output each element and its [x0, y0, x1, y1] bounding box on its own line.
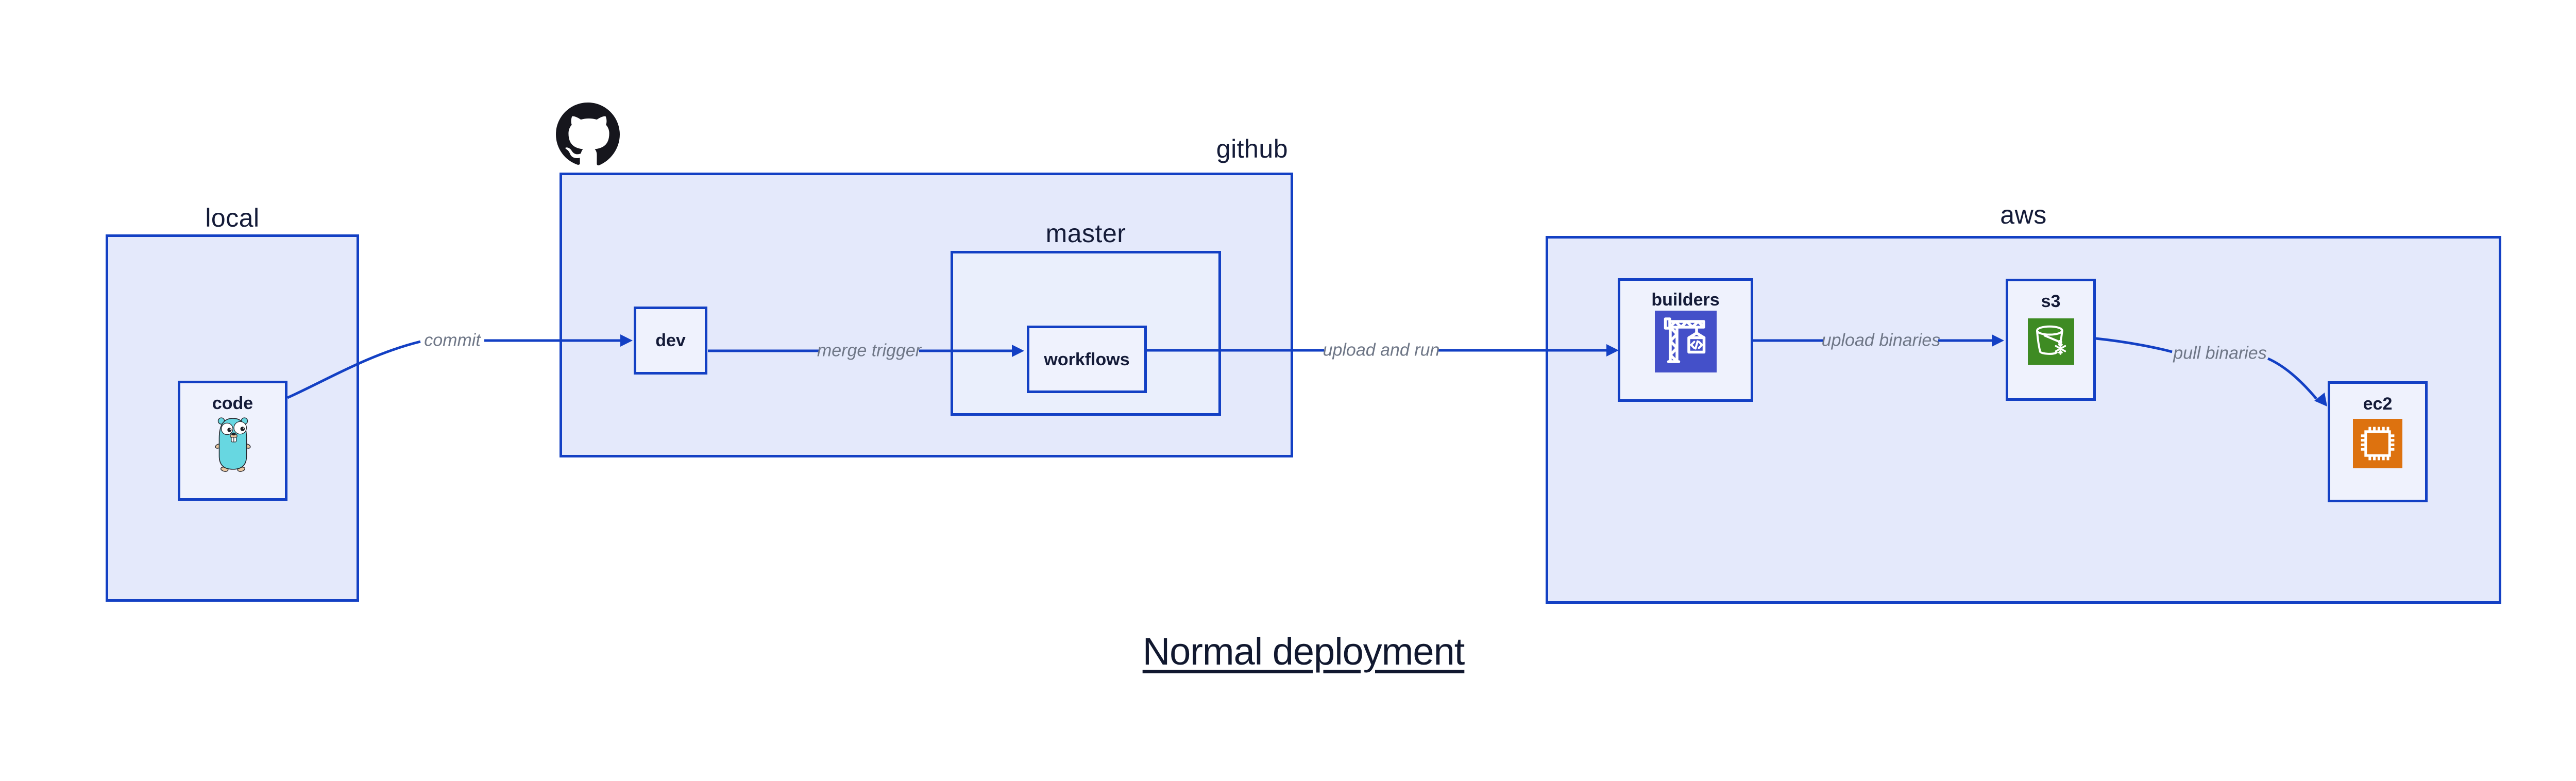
node-workflows: workflows: [1027, 326, 1147, 393]
edge-pull-binaries-label: pull binaries: [2173, 343, 2267, 363]
node-dev-label: dev: [655, 331, 686, 350]
edge-upload-binaries-label: upload binaries: [1821, 330, 1941, 350]
edge-upload-and-run-label: upload and run: [1323, 340, 1440, 360]
local-container-label: local: [205, 203, 260, 232]
node-ec2-label: ec2: [2363, 394, 2393, 414]
node-workflows-label: workflows: [1044, 349, 1130, 369]
aws-s3-glacier-icon: [2027, 318, 2074, 365]
node-builders: builders: [1618, 278, 1753, 402]
github-container-label: github: [1216, 134, 1288, 163]
edge-merge-trigger-label: merge trigger: [817, 341, 922, 361]
node-code: code: [178, 381, 287, 501]
node-ec2: ec2: [2328, 381, 2428, 502]
master-container-label: master: [1045, 219, 1126, 248]
node-s3-label: s3: [2041, 292, 2061, 311]
go-gopher-icon: [214, 417, 251, 472]
edge-commit-label: commit: [424, 330, 481, 350]
aws-container-label: aws: [2000, 200, 2047, 229]
node-code-label: code: [212, 394, 253, 413]
node-dev: dev: [634, 307, 707, 375]
diagram-title: Normal deployment: [1142, 630, 1465, 673]
aws-ec2-icon: [2353, 419, 2402, 468]
github-octocat-icon: [556, 103, 620, 165]
aws-codebuild-icon: [1654, 311, 1717, 372]
node-builders-label: builders: [1651, 290, 1720, 310]
node-s3: s3: [2006, 279, 2096, 401]
